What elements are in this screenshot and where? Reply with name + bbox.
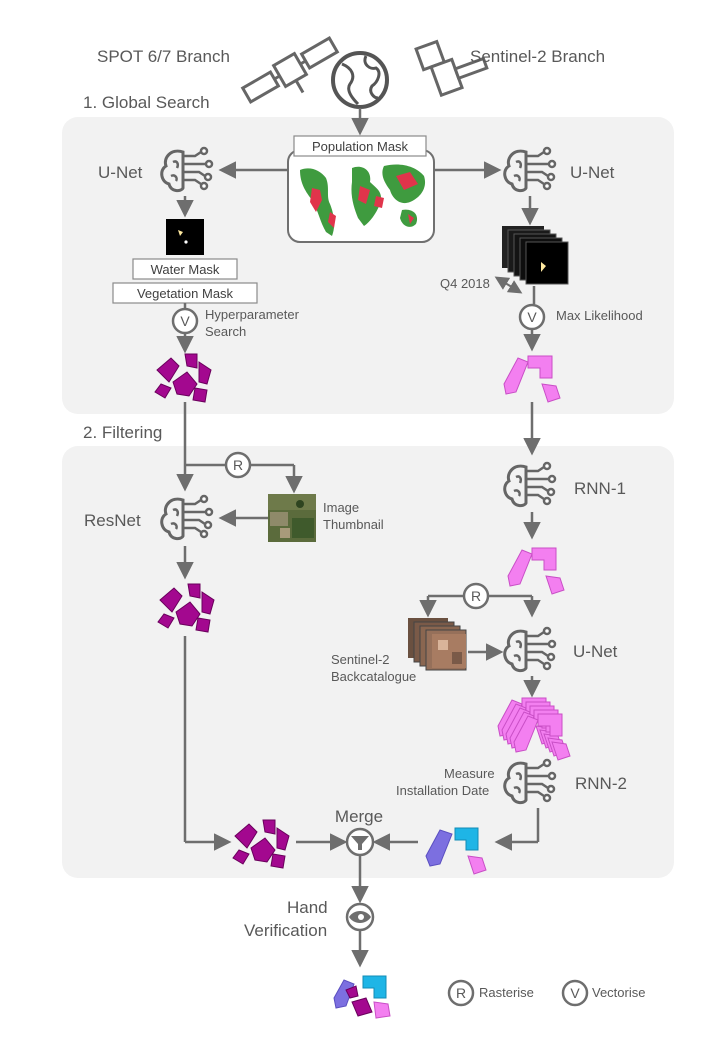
verified-polygons [333,975,391,1019]
merge-label: Merge [335,807,383,826]
water-mask-box [132,258,238,280]
resnet-label: ResNet [84,511,141,530]
backcatalogue-label-1: Sentinel-2 [331,652,390,667]
left-unet-label: U-Net [98,163,143,182]
hyperparameter-label-2: Search [205,324,246,339]
rnn1-label: RNN-1 [574,479,626,498]
legend-rasterise-label: Rasterise [479,985,534,1000]
backcatalogue-label-2: Backcatalogue [331,669,416,684]
max-likelihood-label: Max Likelihood [556,308,643,323]
filtering-title: 2. Filtering [83,423,162,442]
hand-label-2: Verification [244,921,327,940]
population-mask-map [300,164,426,236]
q4-2018-label: Q4 2018 [440,276,490,291]
image-label-2: Thumbnail [323,517,384,532]
right-unet-label: U-Net [570,163,615,182]
sentinel-satellite-icon [414,39,489,98]
rnn2-label: RNN-2 [575,774,627,793]
vegetation-mask-label: Vegetation Mask [137,286,234,301]
legend-rasterise-symbol: R [456,985,466,1001]
legend-vectorise-label: Vectorise [592,985,645,1000]
spot-satellite-icon [240,36,340,104]
population-mask-label: Population Mask [312,139,409,154]
measure-label-1: Measure [444,766,495,781]
dated-polygons [425,827,487,875]
right-unet-2-label: U-Net [573,642,618,661]
sentinel-time-stack [502,226,569,285]
global-search-title: 1. Global Search [83,93,210,112]
image-label-1: Image [323,500,359,515]
legend-rasterise-circle [447,979,475,1007]
globe-icon [331,51,389,109]
vectorise-symbol-right: V [527,309,537,325]
legend-vectorise-symbol: V [570,985,580,1001]
vectorise-symbol-left: V [180,313,190,329]
image-thumbnail [268,494,316,542]
measure-label-2: Installation Date [396,783,489,798]
rasterise-symbol-left: R [233,457,243,473]
sentinel-backcatalogue-stack [408,618,467,671]
mask-tile [166,219,204,255]
water-mask-label: Water Mask [151,262,220,277]
spot-branch-label: SPOT 6/7 Branch [97,47,230,66]
funnel-icon [351,836,369,850]
legend-vectorise-circle [561,979,589,1007]
hand-label-1: Hand [287,898,328,917]
rasterise-symbol-right: R [471,588,481,604]
hyperparameter-label-1: Hyperparameter [205,307,300,322]
sentinel-branch-label: Sentinel-2 Branch [470,47,605,66]
population-mask-label-box [293,135,427,157]
